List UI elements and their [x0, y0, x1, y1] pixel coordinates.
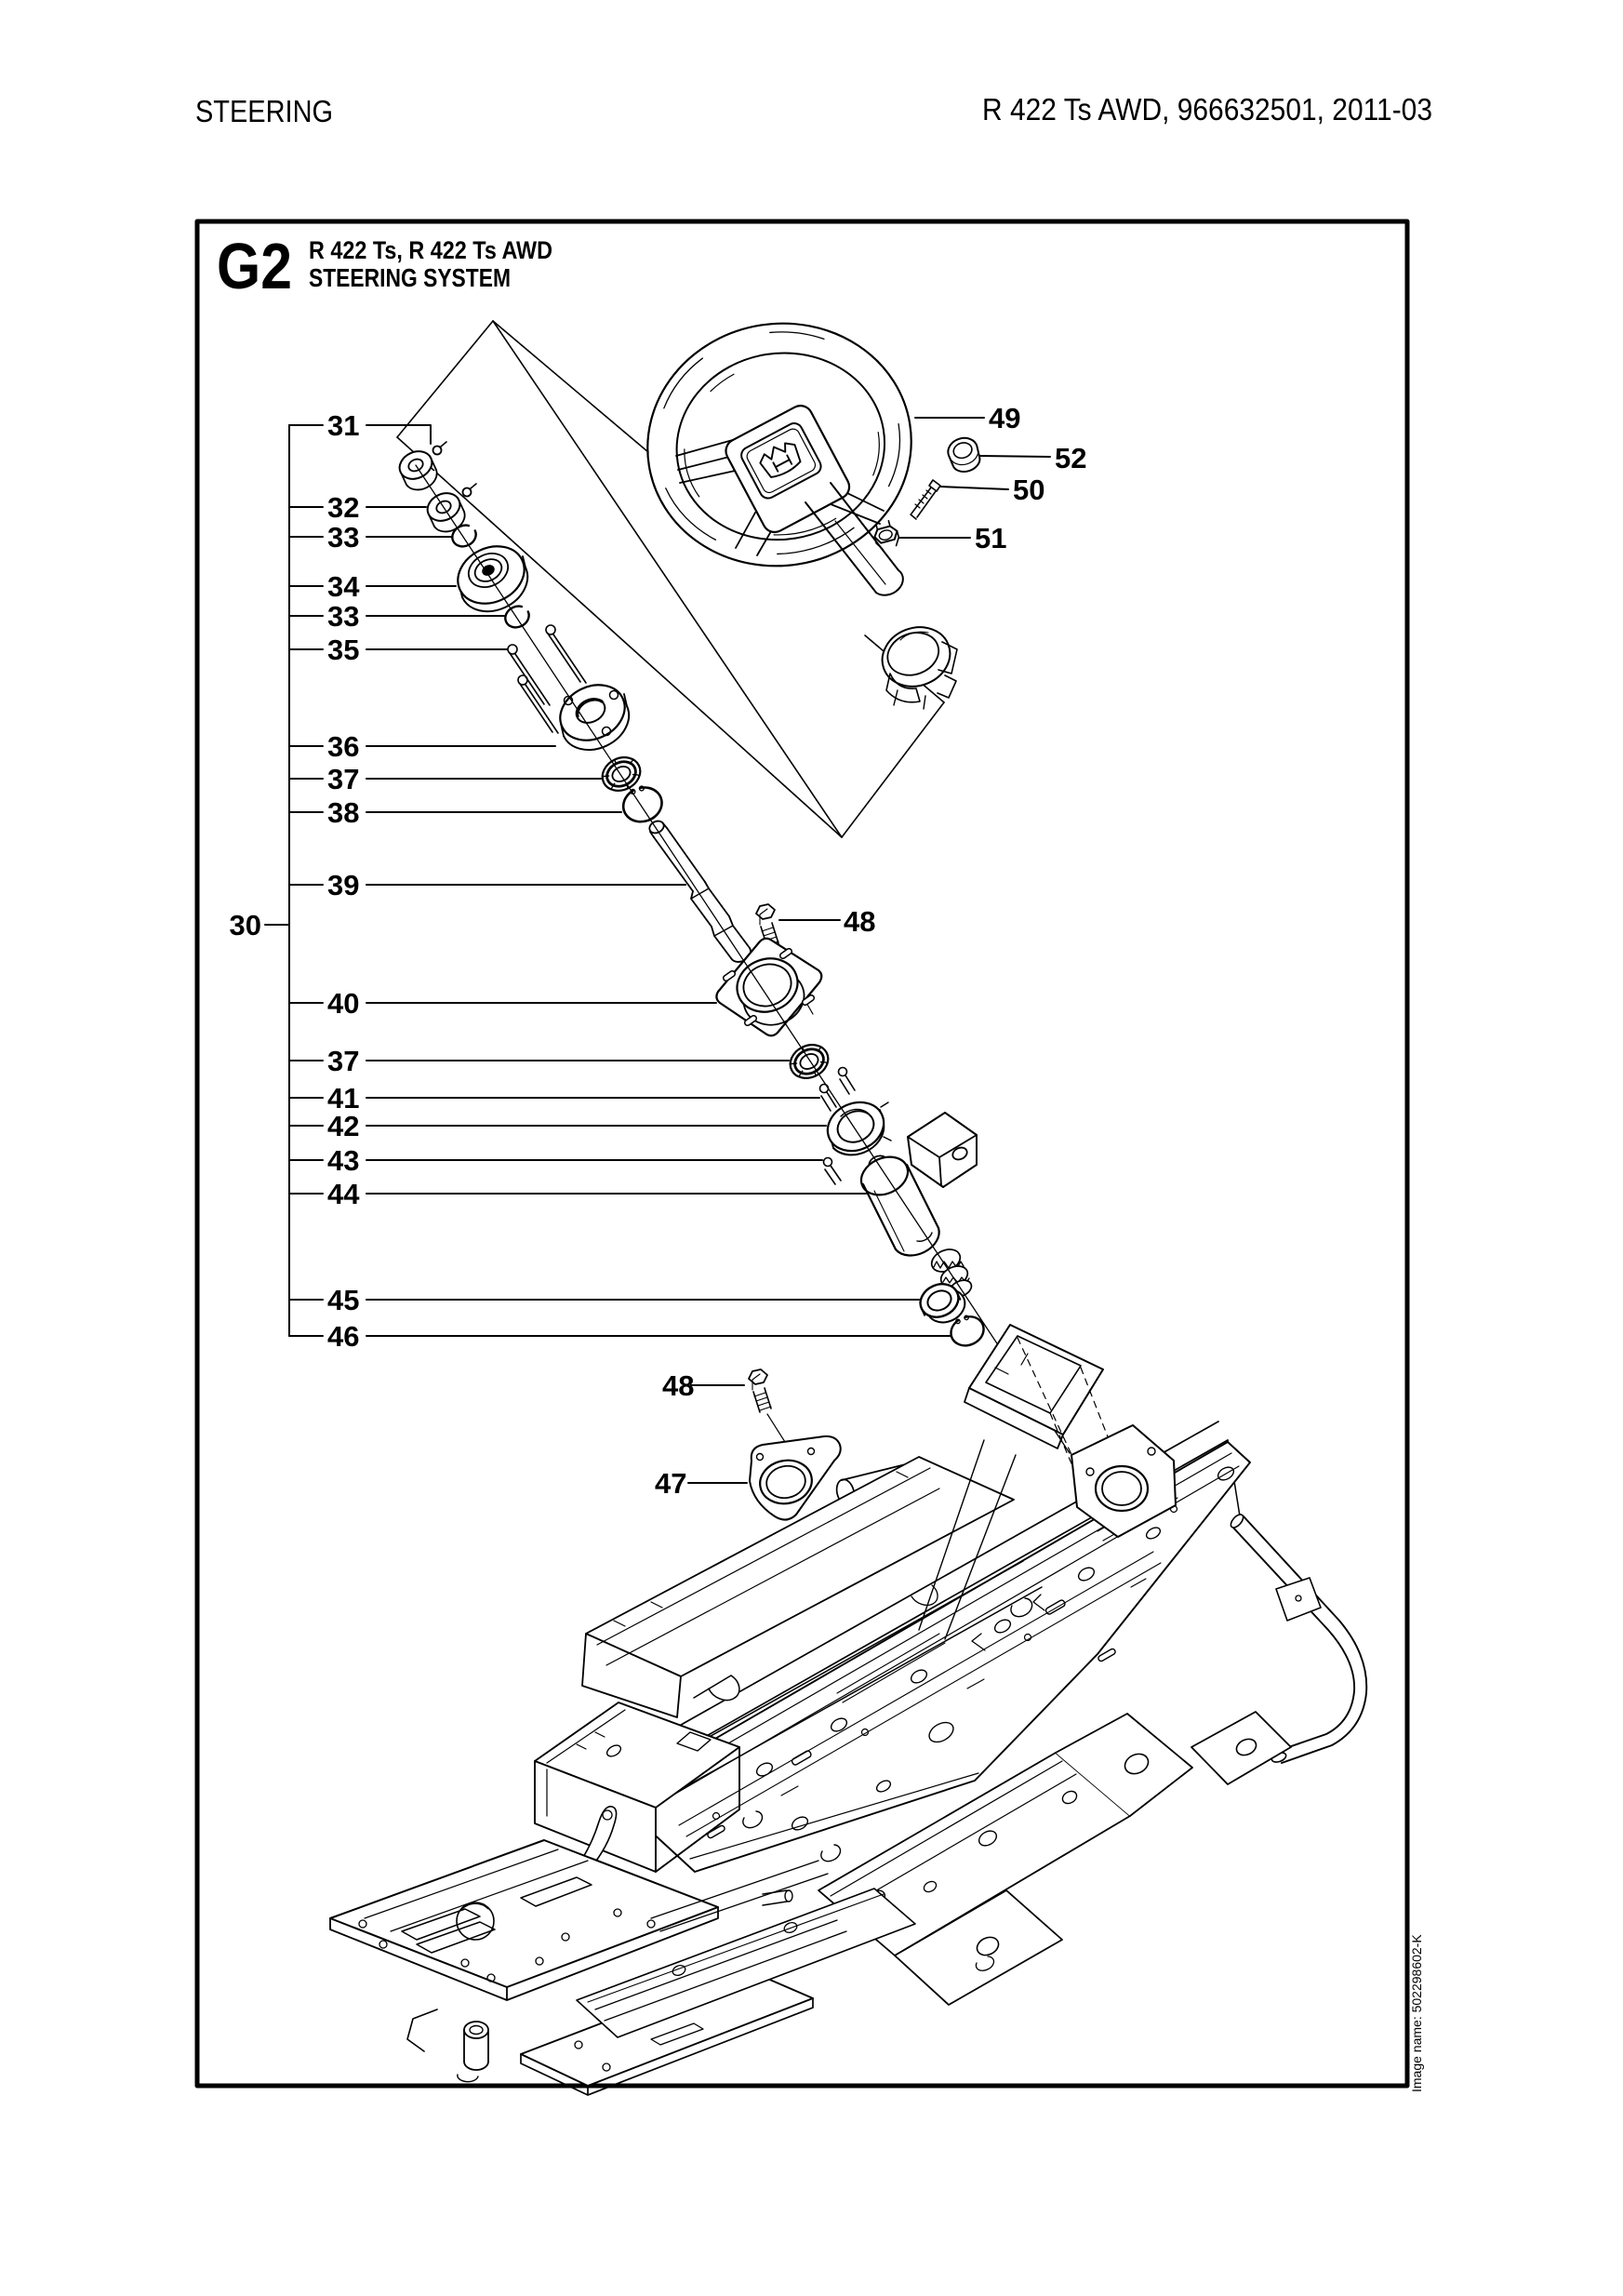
- svg-text:45: 45: [327, 1284, 359, 1316]
- svg-text:33: 33: [327, 521, 359, 554]
- svg-text:Image name: 502298602-K: Image name: 502298602-K: [1409, 1934, 1424, 2092]
- svg-text:30: 30: [230, 909, 261, 941]
- svg-text:49: 49: [989, 402, 1020, 434]
- svg-text:44: 44: [327, 1178, 360, 1210]
- svg-text:32: 32: [327, 491, 359, 524]
- svg-text:48: 48: [844, 905, 875, 938]
- svg-text:51: 51: [975, 522, 1006, 554]
- svg-text:R 422 Ts, R 422 Ts AWD: R 422 Ts, R 422 Ts AWD: [309, 236, 552, 264]
- svg-text:40: 40: [327, 987, 359, 1020]
- svg-text:42: 42: [327, 1110, 359, 1142]
- svg-text:38: 38: [327, 796, 359, 829]
- svg-text:43: 43: [327, 1144, 359, 1177]
- svg-text:41: 41: [327, 1082, 359, 1115]
- svg-text:48: 48: [662, 1369, 694, 1402]
- svg-text:35: 35: [327, 634, 359, 666]
- svg-text:R 422 Ts AWD, 966632501, 2011-: R 422 Ts AWD, 966632501, 2011-03: [982, 92, 1432, 127]
- svg-text:50: 50: [1013, 474, 1044, 506]
- svg-text:STEERING: STEERING: [195, 94, 333, 128]
- svg-text:31: 31: [327, 409, 359, 442]
- svg-text:33: 33: [327, 600, 359, 633]
- svg-text:37: 37: [327, 1045, 359, 1077]
- svg-text:37: 37: [327, 763, 359, 795]
- svg-text:36: 36: [327, 730, 359, 763]
- svg-text:52: 52: [1055, 442, 1086, 474]
- svg-text:34: 34: [327, 570, 360, 603]
- svg-text:47: 47: [655, 1467, 686, 1500]
- svg-text:39: 39: [327, 869, 359, 901]
- svg-text:46: 46: [327, 1320, 359, 1353]
- svg-text:STEERING SYSTEM: STEERING SYSTEM: [309, 263, 511, 292]
- svg-text:G2: G2: [217, 230, 292, 302]
